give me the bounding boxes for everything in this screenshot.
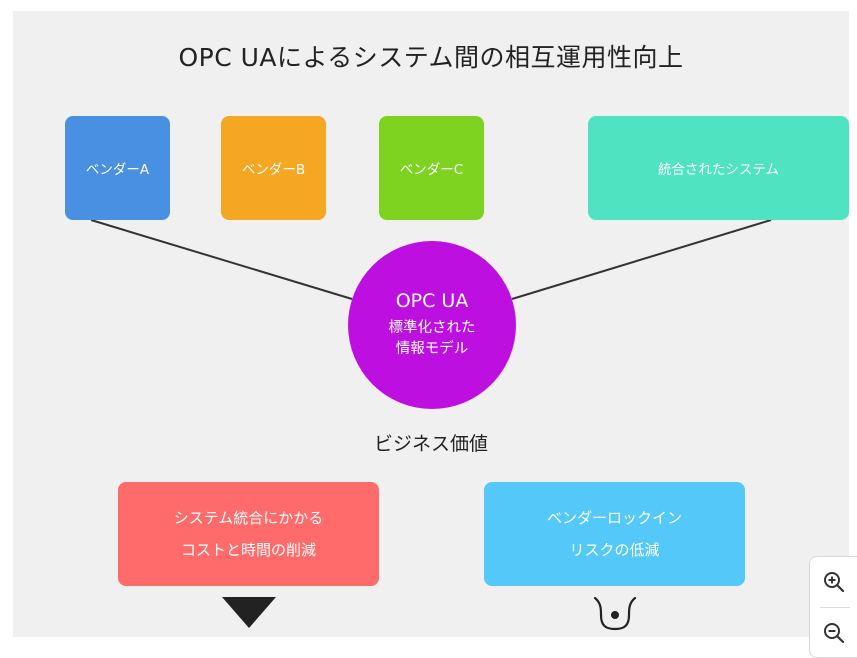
vendor-a-box: ベンダーA	[65, 116, 170, 220]
zoom-divider	[820, 607, 850, 608]
cost-reduction-card: システム統合にかかる コストと時間の削減	[118, 482, 379, 586]
connector-system-hub	[511, 219, 772, 300]
zoom-out-icon	[823, 623, 844, 644]
business-value-label: ビジネス価値	[373, 433, 488, 455]
cost-reduction-line2: コストと時間の削減	[180, 541, 316, 559]
connector-vendor-a-hub	[90, 219, 353, 300]
zoom-out-button[interactable]	[810, 608, 857, 658]
integrated-system-label: 統合されたシステム	[657, 162, 780, 178]
vendor-b-box: ベンダーB	[221, 116, 326, 220]
cost-reduction-line1: システム統合にかかる	[173, 509, 324, 527]
down-triangle-icon	[222, 597, 276, 628]
zoom-in-button[interactable]	[810, 557, 857, 607]
lockin-risk-card: ベンダーロックイン リスクの低減	[484, 482, 745, 586]
connector-lines	[90, 219, 772, 300]
hub-subtitle-line2: 情報モデル	[395, 341, 469, 357]
lockin-risk-line1: ベンダーロックイン	[546, 509, 682, 527]
hub-title: OPC UA	[395, 290, 469, 312]
zoom-in-icon	[823, 572, 844, 593]
diagram-title: OPC UAによるシステム間の相互運用性向上	[178, 43, 684, 72]
diagram-canvas: OPC UAによるシステム間の相互運用性向上 ベンダーA ベンダーB ベンダーC…	[13, 11, 849, 637]
cup-dot-icon	[593, 596, 637, 631]
integrated-system-box: 統合されたシステム	[588, 116, 849, 220]
hub-subtitle: 標準化された 情報モデル	[389, 318, 476, 360]
vendor-a-label: ベンダーA	[85, 162, 150, 178]
vendor-b-label: ベンダーB	[241, 162, 306, 178]
vendor-c-label: ベンダーC	[399, 162, 464, 178]
hub-subtitle-line1: 標準化された	[388, 320, 476, 336]
lockin-risk-line2: リスクの低減	[569, 541, 660, 559]
vendor-c-box: ベンダーC	[379, 116, 484, 220]
opc-ua-hub: OPC UA 標準化された 情報モデル	[348, 241, 516, 409]
zoom-controls	[809, 556, 857, 658]
